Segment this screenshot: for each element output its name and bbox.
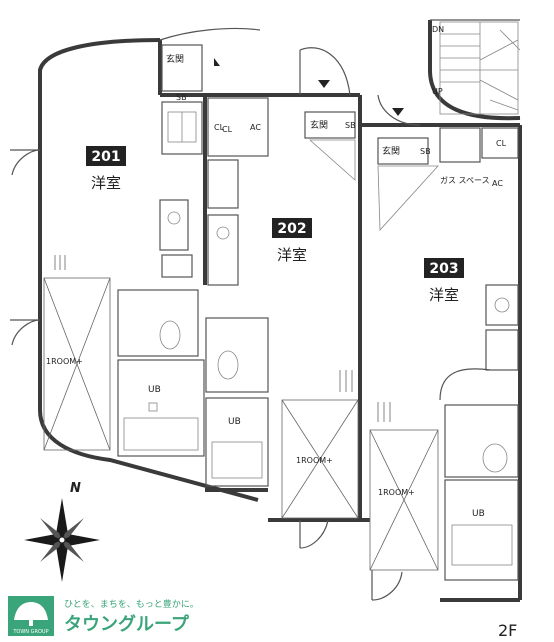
entrance-label: 玄関 [310,119,328,131]
unit-201-balcony-label: 1ROOM+ [46,357,83,366]
unit-203-bath-label: UB [472,509,485,519]
entry-arrow-icon [214,58,220,66]
entry-arrow-icon [392,108,404,116]
staircase: DN UP [432,21,521,115]
unit-203: 玄関 SB CL AC ガス スペース 203 洋室 UB 1ROOM+ [369,127,519,601]
closet-label: CL [496,139,507,148]
stair-down-label: DN [432,25,444,34]
unit-201: 玄関 SB CL AC 201 洋室 1ROOM+ UB [10,44,261,457]
company-logo: TOWN GROUP ひとを、まちを、もっと豊かに。 タウングループ [8,596,199,636]
compass-rose-icon: N [24,481,100,582]
unit-203-balcony-label: 1ROOM+ [378,488,415,497]
gas-space-label: ガス スペース [440,175,490,185]
shoe-box-label: SB [420,147,431,156]
unit-202-number: 202 [277,221,306,237]
entrance-label: 玄関 [166,53,184,65]
unit-201-number: 201 [91,149,120,165]
unit-201-type: 洋室 [91,174,121,192]
unit-203-type: 洋室 [429,286,459,304]
company-tagline: ひとを、まちを、もっと豊かに。 [64,598,199,610]
closet-label: CL [222,125,233,134]
unit-203-number: 203 [429,261,458,277]
unit-201-bath-label: UB [148,385,161,395]
entrance-label: 玄関 [382,145,400,157]
shoe-box-label: SB [176,93,187,102]
floor-label: 2F [498,621,517,640]
hallway-doors [159,27,421,126]
company-name: タウングループ [64,613,190,635]
stair-up-label: UP [432,87,443,96]
exterior-walls [38,19,522,602]
unit-202: 玄関 SB CL 202 洋室 UB 1ROOM+ [205,97,359,549]
shoe-box-label: SB [345,121,356,130]
aircon-label: AC [492,179,503,188]
unit-202-bath-label: UB [228,417,241,427]
unit-202-type: 洋室 [277,246,307,264]
logo-small-text: TOWN GROUP [12,629,48,635]
entry-arrow-icon [318,80,330,88]
compass-north-label: N [70,481,81,496]
closet-label: CL [214,123,225,132]
unit-202-balcony-label: 1ROOM+ [296,456,333,465]
aircon-label: AC [250,123,261,132]
